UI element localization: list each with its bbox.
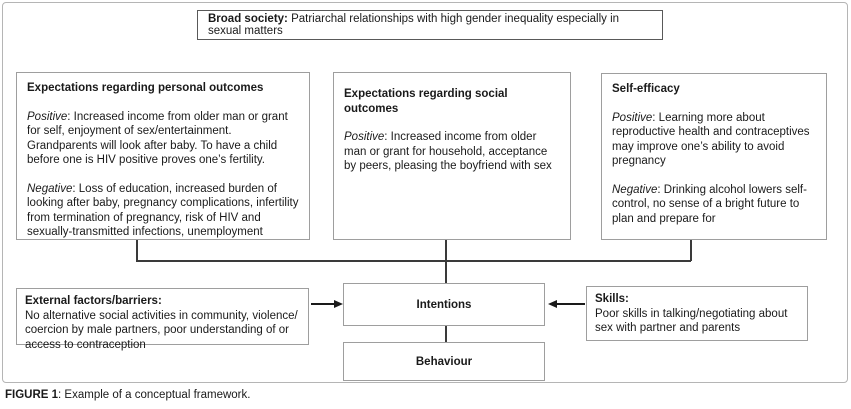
personal-outcomes-negative: Negative: Loss of education, increased b… [27,182,299,240]
personal-outcomes-positive: Positive: Increased income from older ma… [27,110,299,168]
external-factors-box: External factors/barriers: No alternative… [16,288,309,351]
connector-horizontal-line [136,260,691,262]
social-outcomes-title: Expectations regarding social outcomes [344,88,508,115]
external-factors-body: No alternative social activities in comm… [25,309,298,351]
skills-body: Poor skills in talking/​negotiating abou… [595,307,788,335]
arrow-external-to-intentions-head [334,299,343,308]
broad-society-text: Broad society: Patriarchal relationships… [208,13,652,37]
skills-box: Skills: Poor skills in talking/​negotiati… [586,286,808,341]
negative-text: : Loss of education, increased burden of… [27,182,299,239]
broad-society-body: Patriarchal relationships with high gend… [208,13,620,37]
negative-text: : Drinking alcohol lowers self-control, … [612,183,807,225]
connector-drop-left [136,240,138,261]
negative-label: Negative [27,182,73,195]
arrow-skills-to-intentions-line [556,303,585,305]
self-efficacy-box: Self-efficacy Positive: Learning more ab… [601,73,827,240]
intentions-box: Intentions [343,283,545,326]
connector-drop-center [445,240,447,283]
intentions-label: Intentions [416,298,472,311]
skills-text: Skills: Poor skills in talking/​negotiati… [595,292,799,336]
connector-intentions-behaviour [445,326,447,342]
self-efficacy-negative: Negative: Drinking alcohol lowers self-c… [612,183,816,227]
broad-society-box: Broad society: Patriarchal relationships… [197,10,663,40]
external-factors-text: External factors/barriers: No alternative… [25,294,300,352]
skills-title: Skills: [595,293,629,305]
positive-label: Positive [612,111,653,124]
social-outcomes-positive: Positive: Increased income from older ma… [344,130,560,174]
personal-outcomes-box: Expectations regarding personal outcomes… [16,72,310,240]
arrow-skills-to-intentions-head [548,299,557,308]
figure-caption-label: FIGURE 1 [5,389,59,401]
arrow-external-to-intentions-line [311,303,336,305]
positive-label: Positive [344,131,385,143]
personal-outcomes-title: Expectations regarding personal outcomes [27,82,264,94]
social-outcomes-box: Expectations regarding social outcomes P… [333,72,571,240]
external-factors-title: External factors/barriers: [25,295,162,307]
broad-society-label: Broad society: [208,13,288,25]
figure-caption: FIGURE 1: Example of a conceptual framew… [5,388,250,403]
negative-label: Negative [612,183,658,196]
self-efficacy-positive: Positive: Learning more about reproducti… [612,111,816,169]
connector-drop-right [690,240,692,261]
positive-text: : Increased income from older man or gra… [344,131,552,172]
positive-text: : Increased income from older man or gra… [27,110,288,167]
behaviour-box: Behaviour [343,342,545,381]
behaviour-label: Behaviour [415,355,473,368]
figure-caption-text: : Example of a conceptual framework. [58,389,251,401]
self-efficacy-title: Self-efficacy [612,83,680,95]
positive-label: Positive [27,110,68,123]
positive-text: : Learning more about reproductive healt… [612,111,810,168]
